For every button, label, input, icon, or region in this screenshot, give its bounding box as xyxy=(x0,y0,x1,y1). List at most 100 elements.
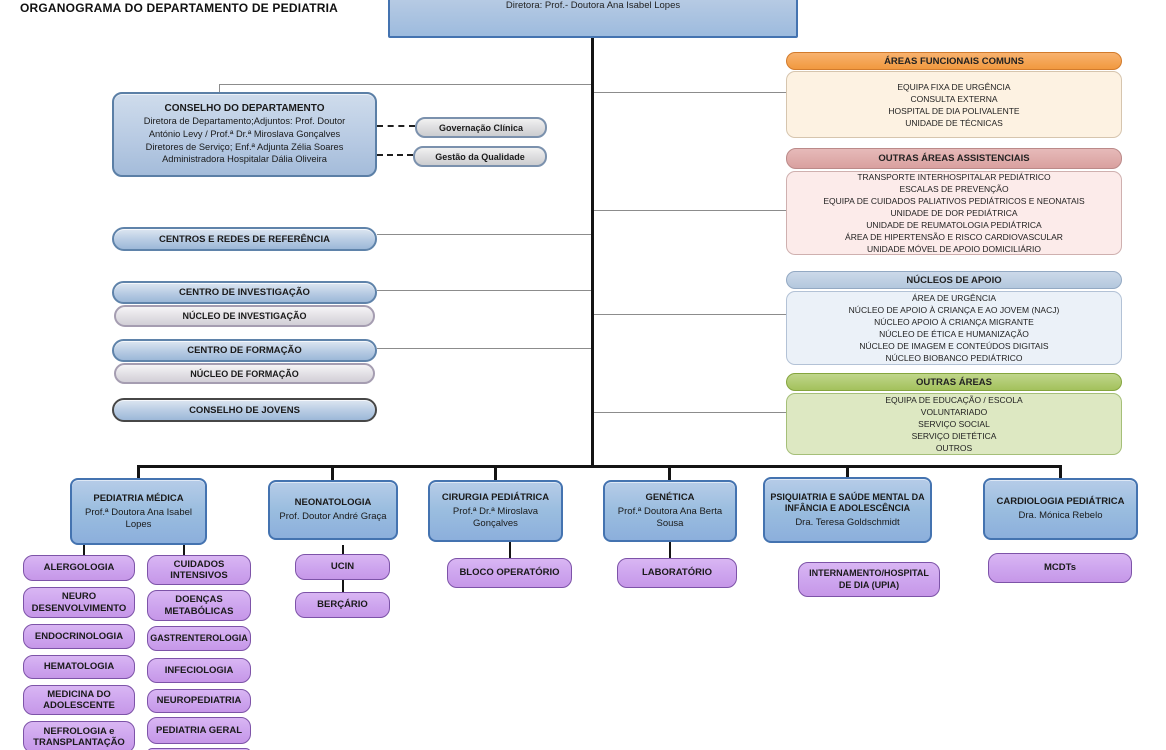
section-item: NÚCLEO DE APOIO À CRIANÇA E AO JOVEM (NA… xyxy=(848,305,1060,315)
unit-bloco-operatorio: BLOCO OPERATÓRIO xyxy=(447,558,572,588)
connector-outras-areas xyxy=(593,412,786,413)
stub-cirurgia xyxy=(509,542,511,558)
dept-head: Prof. Doutor André Graça xyxy=(279,511,387,522)
section-item: SERVIÇO DIETÉTICA xyxy=(911,431,997,441)
dept-cardiologia-pediatrica: CARDIOLOGIA PEDIÁTRICA Dra. Mónica Rebel… xyxy=(983,478,1138,540)
dept-head: Prof.ª Doutora Ana Berta Sousa xyxy=(617,506,723,529)
unit-neuropediatria: NEUROPEDIATRIA xyxy=(147,689,251,713)
governacao-clinica-pill: Governação Clínica xyxy=(415,117,547,138)
connector-centro-investigacao xyxy=(377,290,593,291)
section-item: OUTROS xyxy=(935,443,973,453)
stub-pediatria-col2 xyxy=(183,545,185,555)
unit-laboratorio: LABORATÓRIO xyxy=(617,558,737,588)
stub-ucin-bercario xyxy=(342,580,344,592)
conselho-line: Administradora Hospitalar Dália Oliveira xyxy=(162,154,327,165)
unit-endocrinologia: ENDOCRINOLOGIA xyxy=(23,624,135,649)
section-item: NÚCLEO BIOBANCO PEDIÁTRICO xyxy=(885,353,1023,363)
unit-doencas-metabolicas: DOENÇAS METABÓLICAS xyxy=(147,590,251,621)
director-box-text: Diretora: Prof.- Doutora Ana Isabel Lope… xyxy=(505,0,681,11)
unit-pediatria-geral: PEDIATRIA GERAL xyxy=(147,717,251,744)
section-item: UNIDADE DE TÉCNICAS xyxy=(905,117,1003,128)
connector-centro-formacao xyxy=(377,348,593,349)
unit-bercario: BERÇÁRIO xyxy=(295,592,390,618)
dept-neonatologia: NEONATOLOGIA Prof. Doutor André Graça xyxy=(268,480,398,540)
connector-nucleos-apoio xyxy=(593,314,786,315)
section-item: VOLUNTARIADO xyxy=(920,407,988,417)
section-item: CONSULTA EXTERNA xyxy=(910,93,998,104)
section-item: SERVIÇO SOCIAL xyxy=(918,419,990,429)
dept-genetica: GENÉTICA Prof.ª Doutora Ana Berta Sousa xyxy=(603,480,737,542)
connector-conselho-horizontal xyxy=(219,84,593,85)
section-body-areas-funcionais: EQUIPA FIXA DE URGÊNCIA CONSULTA EXTERNA… xyxy=(786,71,1122,138)
dept-psiquiatria: PSIQUIATRIA E SAÚDE MENTAL DA INFÂNCIA E… xyxy=(763,477,932,543)
trunk-horizontal xyxy=(139,465,1062,468)
page-title: ORGANOGRAMA DO DEPARTAMENTO DE PEDIATRIA xyxy=(20,1,339,15)
unit-gastrenterologia: GASTRENTEROLOGIA xyxy=(147,626,251,651)
dept-head: Dra. Mónica Rebelo xyxy=(1018,510,1103,521)
dept-pediatria-medica: PEDIATRIA MÉDICA Prof.ª Doutora Ana Isab… xyxy=(70,478,207,545)
unit-medicina-adolescente: MEDICINA DO ADOLESCENTE xyxy=(23,685,135,715)
section-item: UNIDADE DE REUMATOLOGIA PEDIÁTRICA xyxy=(866,220,1042,230)
unit-nefrologia-transplantacao: NEFROLOGIA e TRANSPLANTAÇÃO xyxy=(23,721,135,750)
unit-infeciologia: INFECIOLOGIA xyxy=(147,658,251,683)
centro-formacao-pill: CENTRO DE FORMAÇÃO xyxy=(112,339,377,362)
section-item: UNIDADE MÓVEL DE APOIO DOMICILIÁRIO xyxy=(867,244,1041,254)
section-header-nucleos-apoio: NÚCLEOS DE APOIO xyxy=(786,271,1122,289)
stub-neonatologia xyxy=(342,545,344,554)
section-item: HOSPITAL DE DIA POLIVALENTE xyxy=(888,105,1020,116)
section-item: UNIDADE DE DOR PEDIÁTRICA xyxy=(890,208,1018,218)
section-header-outras-assistenciais: OUTRAS ÁREAS ASSISTENCIAIS xyxy=(786,148,1122,169)
conselho-line: Diretora de Departamento;Adjuntos: Prof.… xyxy=(143,115,346,126)
stub-genetica xyxy=(669,542,671,558)
section-item: ÁREA DE HIPERTENSÃO E RISCO CARDIOVASCUL… xyxy=(845,232,1063,242)
stub-dept-5 xyxy=(846,465,849,477)
section-item: EQUIPA DE EDUCAÇÃO / ESCOLA xyxy=(885,395,1023,405)
dept-title: PSIQUIATRIA E SAÚDE MENTAL DA INFÂNCIA E… xyxy=(770,491,925,514)
unit-ucin: UCIN xyxy=(295,554,390,580)
dept-title: CARDIOLOGIA PEDIÁTRICA xyxy=(996,496,1125,507)
stub-dept-2 xyxy=(331,465,334,480)
section-header-outras-areas: OUTRAS ÁREAS xyxy=(786,373,1122,391)
stub-dept-1 xyxy=(137,465,140,478)
section-body-outras-assistenciais: TRANSPORTE INTERHOSPITALAR PEDIÁTRICO ES… xyxy=(786,171,1122,255)
nucleo-formacao-pill: NÚCLEO DE FORMAÇÃO xyxy=(114,363,375,384)
nucleo-investigacao-pill: NÚCLEO DE INVESTIGAÇÃO xyxy=(114,305,375,327)
centros-redes-pill: CENTROS E REDES DE REFERÊNCIA xyxy=(112,227,377,251)
conselho-line: António Levy / Prof.ª Dr.ª Miroslava Gon… xyxy=(148,128,341,139)
centro-investigacao-pill: CENTRO DE INVESTIGAÇÃO xyxy=(112,281,377,304)
connector-centros-redes xyxy=(377,234,593,235)
connector-conselho-vertical xyxy=(219,84,220,92)
unit-alergologia: ALERGOLOGIA xyxy=(23,555,135,581)
dept-title: PEDIATRIA MÉDICA xyxy=(93,492,184,504)
connector-dashed-gestao xyxy=(377,154,413,156)
section-item: ÁREA DE URGÊNCIA xyxy=(911,293,997,303)
connector-outras-assistenciais xyxy=(593,210,786,211)
dept-cirurgia-pediatrica: CIRURGIA PEDIÁTRICA Prof.ª Dr.ª Miroslav… xyxy=(428,480,563,542)
section-item: EQUIPA DE CUIDADOS PALIATIVOS PEDIÁTRICO… xyxy=(823,196,1085,206)
connector-areas-funcionais xyxy=(593,92,786,93)
trunk-vertical xyxy=(591,38,594,468)
stub-dept-4 xyxy=(668,465,671,480)
section-item: TRANSPORTE INTERHOSPITALAR PEDIÁTRICO xyxy=(857,172,1051,182)
unit-neuro-desenvolvimento: NEURO DESENVOLVIMENTO xyxy=(23,587,135,618)
unit-cuidados-intensivos: CUIDADOS INTENSIVOS xyxy=(147,555,251,585)
dept-title: NEONATOLOGIA xyxy=(294,497,372,508)
section-body-outras-areas: EQUIPA DE EDUCAÇÃO / ESCOLA VOLUNTARIADO… xyxy=(786,393,1122,455)
dept-title: GENÉTICA xyxy=(645,492,695,503)
conselho-departamento-box: CONSELHO DO DEPARTAMENTO Diretora de Dep… xyxy=(112,92,377,177)
unit-mcdts: MCDTs xyxy=(988,553,1132,583)
section-item: NÚCLEO DE IMAGEM E CONTEÚDOS DIGITAIS xyxy=(859,341,1049,351)
gestao-qualidade-pill: Gestão da Qualidade xyxy=(413,146,547,167)
unit-internamento-upia: INTERNAMENTO/HOSPITAL DE DIA (UPIA) xyxy=(798,562,940,597)
section-item: NÚCLEO DE ÉTICA E HUMANIZAÇÃO xyxy=(879,329,1029,339)
stub-pediatria-col1 xyxy=(83,545,85,555)
section-header-areas-funcionais: ÁREAS FUNCIONAIS COMUNS xyxy=(786,52,1122,70)
section-body-nucleos-apoio: ÁREA DE URGÊNCIA NÚCLEO DE APOIO À CRIAN… xyxy=(786,291,1122,365)
stub-dept-3 xyxy=(494,465,497,480)
dept-head: Prof.ª Dr.ª Miroslava Gonçalves xyxy=(452,506,539,529)
conselho-title: CONSELHO DO DEPARTAMENTO xyxy=(164,102,325,114)
section-item: NÚCLEO APOIO À CRIANÇA MIGRANTE xyxy=(874,317,1034,327)
dept-head: Prof.ª Doutora Ana Isabel Lopes xyxy=(84,506,193,530)
section-item: ESCALAS DE PREVENÇÃO xyxy=(899,184,1009,194)
